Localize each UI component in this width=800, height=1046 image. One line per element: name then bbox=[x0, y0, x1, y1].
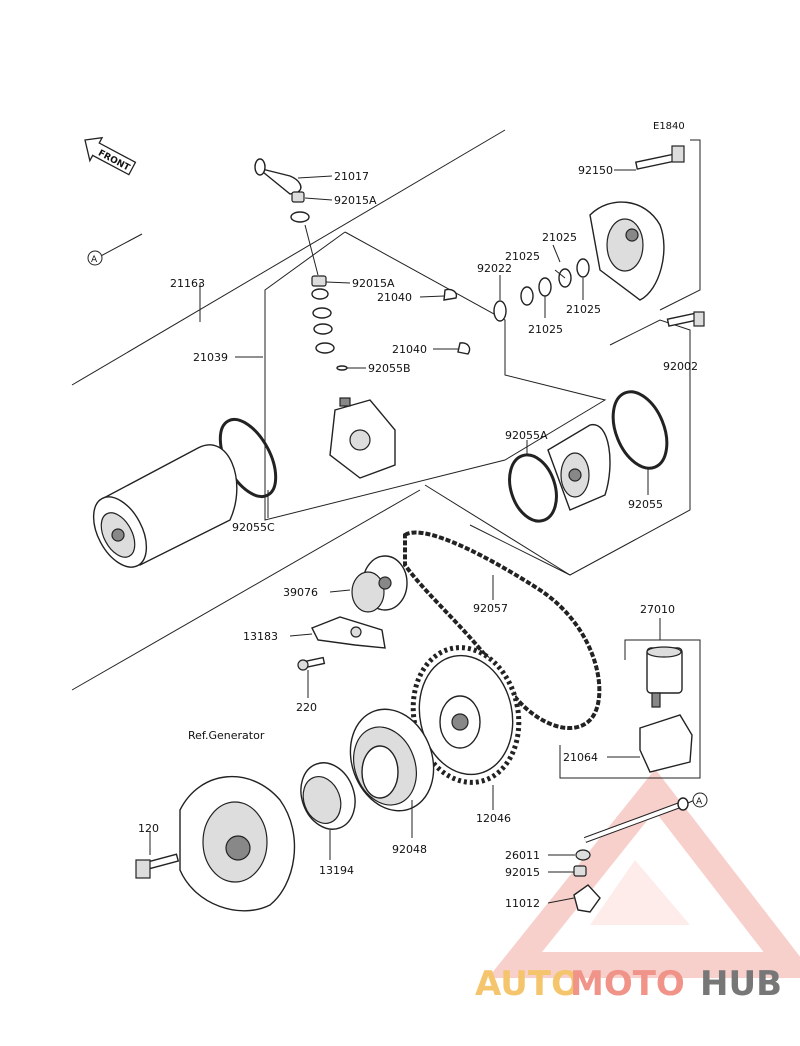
label-92015A-mid: 92015A bbox=[352, 277, 395, 290]
washers-21025 bbox=[493, 258, 590, 322]
front-arrow-icon: FRONT bbox=[84, 136, 137, 176]
part-labels: 21017 92015A 92015A 21163 21040 21040 92… bbox=[138, 164, 698, 910]
bolt-220 bbox=[297, 656, 326, 671]
label-92055: 92055 bbox=[628, 498, 663, 511]
label-92055B: 92055B bbox=[368, 362, 411, 375]
cap-21017 bbox=[254, 158, 302, 195]
bolt-92150 bbox=[634, 145, 685, 170]
label-92057: 92057 bbox=[473, 602, 508, 615]
ref-marker-left: A bbox=[87, 250, 103, 266]
watermark-auto: AUTO bbox=[475, 964, 580, 1004]
label-92002: 92002 bbox=[663, 360, 698, 373]
oring-92055A bbox=[508, 453, 558, 523]
end-cover bbox=[589, 201, 665, 301]
label-11012: 11012 bbox=[505, 897, 540, 910]
diagram-code: E1840 bbox=[653, 121, 685, 132]
label-92015: 92015 bbox=[505, 866, 540, 879]
generator-rotor bbox=[179, 776, 296, 912]
sprocket-12046 bbox=[410, 645, 522, 785]
label-92048: 92048 bbox=[392, 843, 427, 856]
label-21064: 21064 bbox=[563, 751, 598, 764]
label-39076: 39076 bbox=[283, 586, 318, 599]
label-92150: 92150 bbox=[578, 164, 613, 177]
label-21040-a: 21040 bbox=[377, 291, 412, 304]
ref-label-right: A bbox=[696, 797, 703, 807]
bolt-120 bbox=[135, 853, 180, 879]
bolt-92002 bbox=[666, 311, 705, 327]
watermark-hub: HUB bbox=[700, 964, 782, 1004]
group-outlines bbox=[71, 129, 701, 779]
relay-holder-21064 bbox=[639, 714, 693, 773]
starter-cable-21163 bbox=[96, 201, 310, 259]
nut-92015 bbox=[573, 865, 587, 877]
label-13194: 13194 bbox=[319, 864, 354, 877]
bracket-13183 bbox=[311, 616, 386, 649]
label-120: 120 bbox=[138, 822, 159, 835]
label-21025-c: 21025 bbox=[566, 303, 601, 316]
label-21039: 21039 bbox=[193, 351, 228, 364]
ref-marker-right: A bbox=[692, 792, 708, 808]
clip-21040-a bbox=[443, 288, 458, 301]
label-21025-b: 21025 bbox=[505, 250, 540, 263]
label-92055C: 92055C bbox=[232, 521, 275, 534]
label-92055A: 92055A bbox=[505, 429, 548, 442]
label-21025-a: 21025 bbox=[542, 231, 577, 244]
label-92015A-top: 92015A bbox=[334, 194, 377, 207]
label-21040-b: 21040 bbox=[392, 343, 427, 356]
cap-11012 bbox=[573, 884, 601, 913]
clutch-92048 bbox=[349, 708, 435, 812]
label-12046: 12046 bbox=[476, 812, 511, 825]
label-27010: 27010 bbox=[640, 603, 675, 616]
brush-plate bbox=[329, 397, 396, 479]
nut-stack-92015A bbox=[304, 224, 348, 371]
label-21017: 21017 bbox=[334, 170, 369, 183]
bearing-13194 bbox=[300, 762, 356, 830]
label-220: 220 bbox=[296, 701, 317, 714]
relay-27010 bbox=[646, 646, 683, 708]
idle-gear-39076 bbox=[351, 555, 408, 613]
watermark-moto: MOTO bbox=[570, 964, 685, 1004]
watermark-text: AUTO MOTO HUB bbox=[475, 964, 782, 1004]
label-92022: 92022 bbox=[477, 262, 512, 275]
nut-26011 bbox=[575, 849, 591, 861]
nut-92015A-top bbox=[291, 191, 305, 203]
leader-lines bbox=[149, 169, 661, 904]
ref-label-left: A bbox=[91, 255, 98, 265]
label-21025-d: 21025 bbox=[528, 323, 563, 336]
front-cover bbox=[547, 424, 611, 511]
oring-92055 bbox=[611, 390, 669, 470]
label-13183: 13183 bbox=[243, 630, 278, 643]
label-21163: 21163 bbox=[170, 277, 205, 290]
ref-generator-label: Ref.Generator bbox=[188, 729, 265, 742]
label-26011: 26011 bbox=[505, 849, 540, 862]
chain-92057 bbox=[403, 530, 602, 731]
clip-21040-b bbox=[457, 342, 471, 355]
lead-wire bbox=[583, 797, 698, 843]
watermark-logo bbox=[487, 768, 800, 978]
starter-motor bbox=[92, 444, 238, 568]
